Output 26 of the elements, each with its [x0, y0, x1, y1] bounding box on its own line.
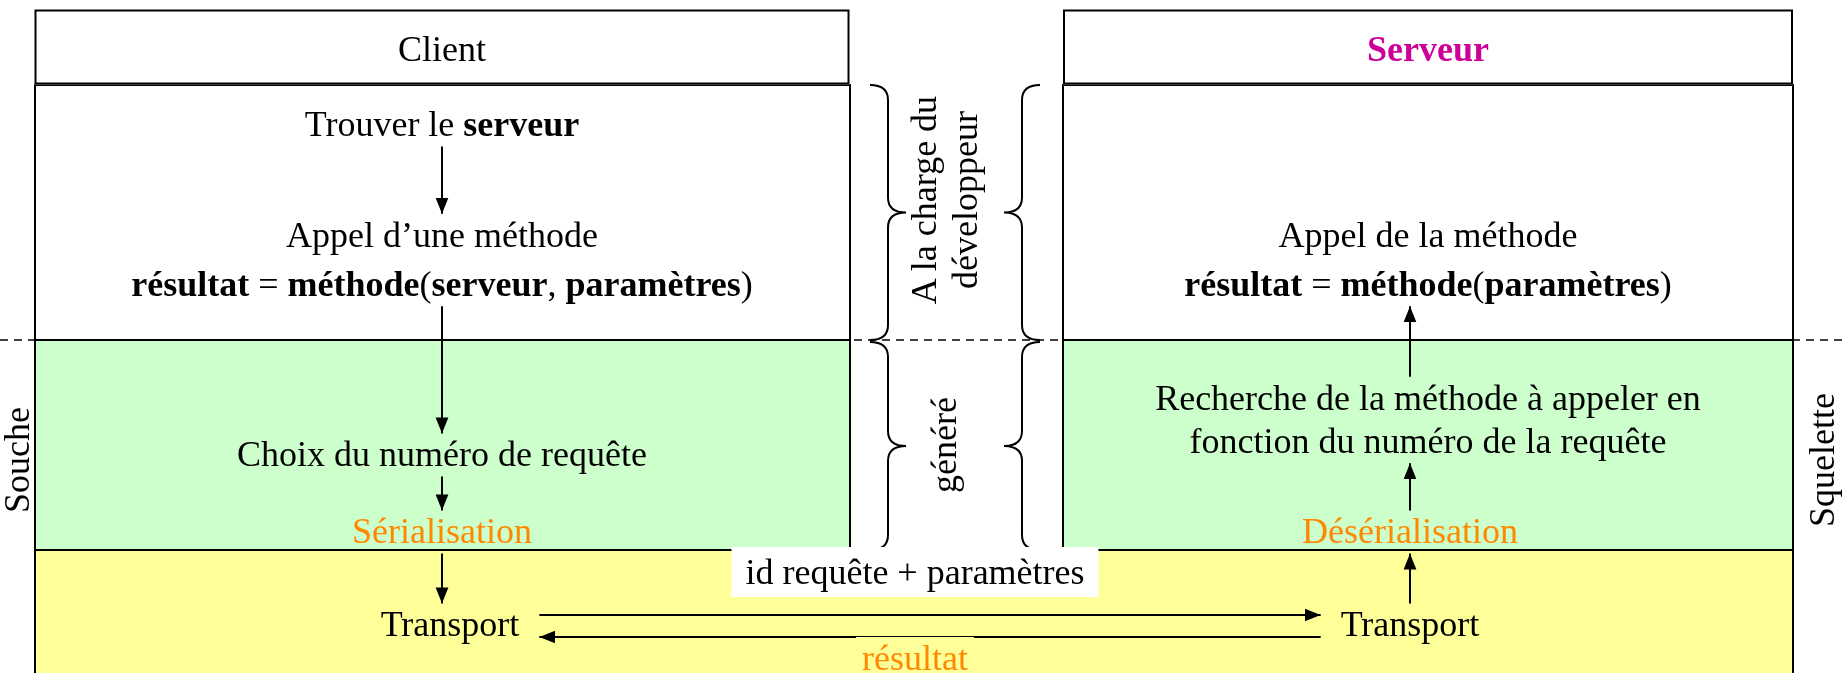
step-text: Sérialisation: [352, 510, 532, 554]
step-text: Appel de la méthode résultat = méthode(paramètres): [1184, 213, 1672, 307]
step-text: Choix du numéro de requête: [237, 433, 647, 477]
arrow: [1403, 552, 1417, 605]
step-text: Transport: [1340, 603, 1480, 647]
edge-label: résultat: [856, 637, 974, 673]
side-label: Souche: [0, 407, 39, 513]
side-note: généré: [924, 397, 966, 493]
side-note: A la charge du développeur: [903, 94, 986, 307]
arrow: [1403, 462, 1417, 512]
arrow: [1403, 305, 1417, 378]
column-header: Serveur: [1063, 9, 1793, 85]
side-label: Squelette: [1802, 393, 1843, 527]
arrow: [435, 145, 449, 215]
arrow: [538, 608, 1322, 622]
arrow: [435, 552, 449, 605]
step-text: Trouver le serveur: [304, 103, 580, 147]
arrow: [538, 630, 1322, 644]
arrow: [435, 305, 449, 435]
column-header: Client: [34, 9, 850, 85]
arrow: [435, 475, 449, 512]
edge-label: id requête + paramètres: [731, 547, 1099, 597]
step-text: Transport: [380, 603, 520, 647]
step-text: Appel d’une méthode résultat = méthode(serveur, paramètres): [131, 213, 753, 307]
step-text: Recherche de la méthode à appeler en fonction du numéro de la requête: [1128, 376, 1728, 464]
step-text: Désérialisation: [1302, 510, 1518, 554]
